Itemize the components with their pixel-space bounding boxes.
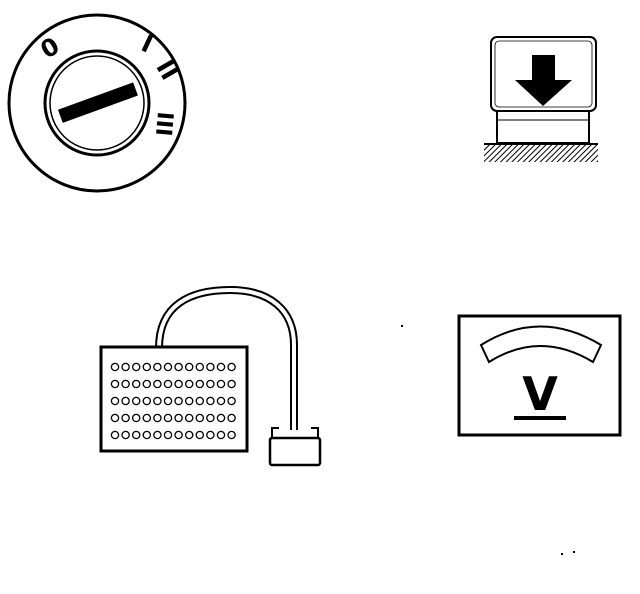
- connector-pin: [121, 396, 130, 406]
- connector-pin: [227, 379, 236, 389]
- connector-pin: [206, 362, 215, 372]
- connector-pin: [184, 379, 194, 389]
- ignition-switch-icon: 0 I II III: [7, 13, 187, 193]
- connector-pin: [131, 362, 141, 372]
- connector-pin: [163, 396, 173, 406]
- press-down-arrow-icon: [484, 36, 598, 162]
- connector-pin: [163, 430, 173, 440]
- connector-pin: [195, 362, 205, 372]
- connector-pin: [153, 396, 162, 406]
- connector-pin: [174, 379, 183, 389]
- connector-pin: [184, 362, 194, 372]
- connector-cable-core: [157, 287, 296, 430]
- connector-pin: [131, 430, 141, 440]
- connector-pin: [174, 413, 183, 423]
- connector-pin: [184, 430, 194, 440]
- connector-pin: [227, 430, 236, 440]
- connector-pin: [163, 379, 173, 389]
- press-base-hatch: [484, 144, 598, 162]
- connector-pin: [206, 396, 215, 406]
- connector-pin: [227, 413, 236, 423]
- press-button-stem: [496, 110, 590, 144]
- connector-pin: [121, 379, 130, 389]
- connector-pin: [131, 396, 141, 406]
- connector-pin: [153, 430, 162, 440]
- breakout-box-connector-icon: [99, 285, 322, 467]
- connector-pin: [174, 362, 183, 372]
- connector-pin: [227, 396, 236, 406]
- plug-clip-right: [311, 427, 319, 438]
- breakout-box-pin-grid: [110, 362, 236, 440]
- connector-pin: [142, 430, 152, 440]
- connector-pin: [142, 379, 152, 389]
- connector-pin: [174, 396, 183, 406]
- connector-pin: [110, 413, 120, 423]
- voltmeter-icon: V: [457, 314, 622, 437]
- connector-pin: [216, 362, 226, 372]
- connector-pin: [206, 379, 215, 389]
- connector-pin: [121, 430, 130, 440]
- connector-pin: [206, 430, 215, 440]
- ignition-position-3: III: [150, 111, 177, 138]
- speck: [401, 325, 403, 327]
- connector-pin: [184, 413, 194, 423]
- connector-pin: [142, 413, 152, 423]
- connector-pin: [216, 413, 226, 423]
- connector-pin: [153, 379, 162, 389]
- connector-pin: [163, 362, 173, 372]
- connector-pin: [163, 413, 173, 423]
- connector-pin: [184, 396, 194, 406]
- connector-pin: [174, 430, 183, 440]
- connector-pin: [121, 413, 130, 423]
- connector-pin: [142, 396, 152, 406]
- press-button-cap-inner: [494, 40, 593, 108]
- ignition-key-barrel-inner: [49, 55, 145, 151]
- down-arrow: [515, 55, 572, 106]
- connector-pin: [206, 413, 215, 423]
- connector-pin: [195, 413, 205, 423]
- connector-pin: [216, 396, 226, 406]
- connector-pin: [131, 379, 141, 389]
- connector-pin: [195, 379, 205, 389]
- plug-clip-left: [271, 427, 279, 438]
- connector-pin: [153, 362, 162, 372]
- voltmeter-scale-arc: [479, 325, 603, 364]
- voltmeter-symbol: V: [522, 367, 558, 421]
- scan-specks: [401, 325, 575, 555]
- speck: [573, 551, 575, 553]
- speck: [561, 553, 563, 555]
- voltmeter-underline: [514, 416, 566, 420]
- connector-pin: [216, 430, 226, 440]
- connector-pin: [110, 396, 120, 406]
- connector-pin: [195, 396, 205, 406]
- connector-pin: [121, 362, 130, 372]
- plug-body: [268, 436, 322, 467]
- connector-pin: [153, 413, 162, 423]
- connector-pin: [110, 430, 120, 440]
- connector-pin: [227, 362, 236, 372]
- connector-pin: [142, 362, 152, 372]
- connector-pin: [131, 413, 141, 423]
- connector-pin: [110, 362, 120, 372]
- connector-pin: [110, 379, 120, 389]
- connector-pin: [216, 379, 226, 389]
- connector-pin: [195, 430, 205, 440]
- diagnostic-plug: [268, 427, 322, 467]
- ignition-key-slot: [57, 82, 138, 123]
